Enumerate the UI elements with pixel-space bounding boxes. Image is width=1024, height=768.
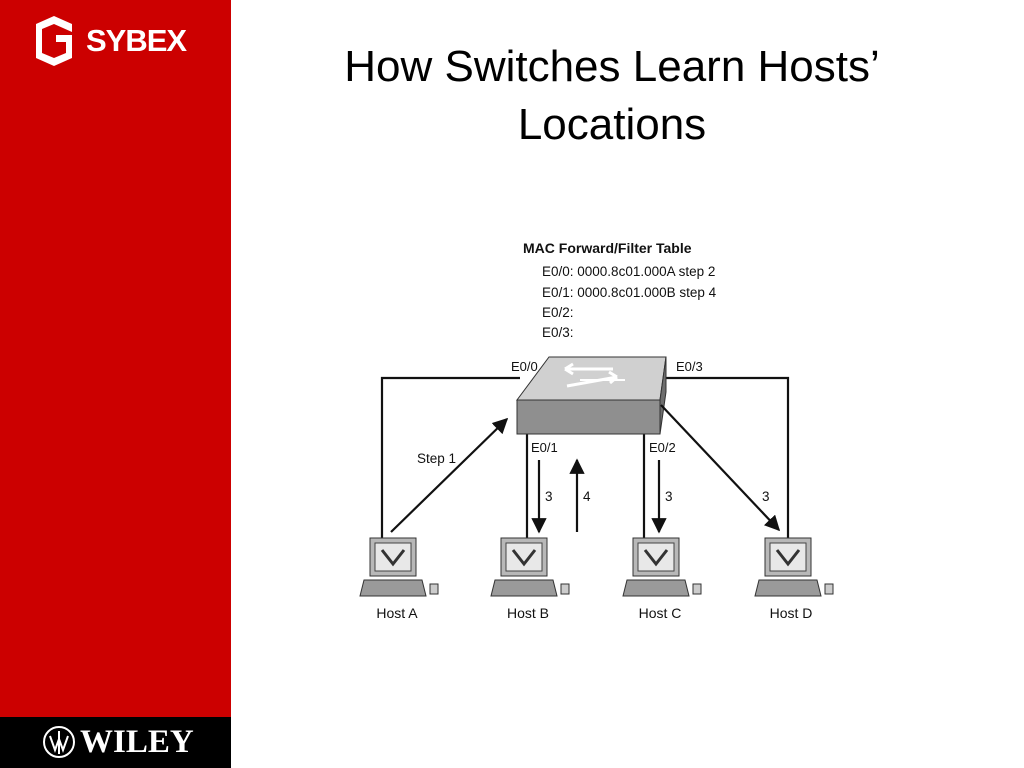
port-label-e0-3: E0/3 — [676, 359, 703, 374]
cable-e0-3 — [658, 376, 790, 540]
host-label-d: Host D — [770, 605, 813, 621]
mac-table-row: E0/3: — [542, 325, 574, 340]
sybex-wordmark: SYBEX — [86, 23, 187, 58]
wiley-emblem-icon — [43, 726, 75, 758]
mac-table-title: MAC Forward/Filter Table — [523, 240, 692, 256]
sidebar-band — [0, 0, 231, 717]
switch-icon — [516, 356, 667, 435]
sybex-logo: SYBEX — [32, 16, 202, 66]
wiley-wordmark: WILEY — [80, 724, 194, 760]
slide-title: How Switches Learn Hosts’ Locations — [262, 38, 962, 154]
host-c-down-label: 3 — [665, 489, 673, 504]
host-d-label: 3 — [762, 489, 770, 504]
mac-table-row: E0/2: — [542, 305, 574, 320]
host-label-c: Host C — [639, 605, 682, 621]
host-a-computer-icon — [359, 537, 439, 597]
slide-title-line-1: How Switches Learn Hosts’ — [344, 42, 880, 91]
step1-label: Step 1 — [417, 451, 456, 466]
slide-title-line-2: Locations — [517, 100, 707, 149]
mac-table-row: E0/0: 0000.8c01.000A step 2 — [542, 264, 715, 279]
host-b-up-label: 4 — [583, 489, 591, 504]
host-c-computer-icon — [622, 537, 702, 597]
cable-e0-0 — [380, 376, 520, 540]
host-b-computer-icon — [490, 537, 570, 597]
host-label-b: Host B — [507, 605, 549, 621]
host-label-a: Host A — [376, 605, 418, 621]
port-label-e0-1: E0/1 — [531, 440, 558, 455]
host-d-arrow — [660, 404, 781, 532]
switch-learning-diagram: MAC Forward/Filter Table E0/0: 0000.8c01… — [359, 240, 834, 621]
step1-arrow — [390, 417, 509, 533]
mac-table-row: E0/1: 0000.8c01.000B step 4 — [542, 285, 717, 300]
host-b-down-label: 3 — [545, 489, 553, 504]
footer-band — [0, 717, 231, 768]
sybex-mark-icon — [36, 16, 72, 66]
port-label-e0-0: E0/0 — [511, 359, 538, 374]
port-label-e0-2: E0/2 — [649, 440, 676, 455]
host-d-computer-icon — [754, 537, 834, 597]
